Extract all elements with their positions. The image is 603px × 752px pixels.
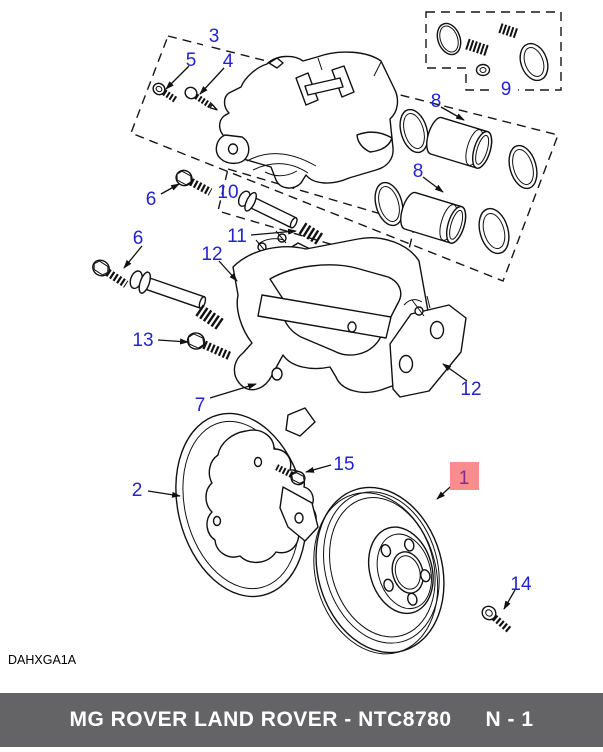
piston-seal bbox=[399, 108, 429, 154]
brake-caliper bbox=[215, 51, 399, 189]
caliper-kit-dashed-box bbox=[130, 35, 559, 282]
caliper-boss bbox=[268, 57, 284, 69]
caliper-piston bbox=[426, 116, 493, 169]
kit-cap bbox=[475, 63, 491, 77]
leader-lines bbox=[123, 65, 516, 610]
carrier-bolt bbox=[186, 332, 233, 361]
callout-14[interactable]: 14 bbox=[510, 574, 532, 595]
label-backer bbox=[203, 25, 226, 46]
piston-seal bbox=[374, 181, 404, 227]
stud-hole bbox=[380, 544, 392, 558]
bleed-screw bbox=[184, 86, 218, 111]
callout-7[interactable]: 7 bbox=[195, 395, 206, 416]
callout-15[interactable]: 15 bbox=[333, 454, 354, 475]
footer-page-ref: N - 1 bbox=[485, 708, 534, 731]
stud-hole bbox=[383, 578, 394, 592]
drawing-code: DAHXGA1A bbox=[8, 653, 77, 667]
callout-3[interactable]: 3 bbox=[209, 26, 220, 47]
brake-disc bbox=[313, 486, 445, 655]
callout-5[interactable]: 5 bbox=[186, 50, 197, 71]
seal-o-ring bbox=[436, 22, 462, 56]
guide-pin-boot bbox=[195, 304, 225, 331]
carrier-abutment-rail bbox=[257, 294, 392, 339]
exploded-diagram: 3 5 4 9 8 8 6 10 6 11 12 13 7 12 2 15 1 … bbox=[92, 11, 562, 655]
caliper-bolt bbox=[92, 259, 129, 288]
shield-flange bbox=[285, 407, 316, 437]
caliper-screw bbox=[152, 82, 178, 103]
callout-6[interactable]: 6 bbox=[133, 228, 144, 249]
callout-6[interactable]: 6 bbox=[146, 189, 157, 210]
callout-8[interactable]: 8 bbox=[413, 161, 424, 182]
carrier-hole bbox=[347, 321, 357, 333]
caliper-seal-kit bbox=[436, 22, 549, 82]
stud-hole bbox=[403, 538, 415, 552]
stud-hole bbox=[406, 592, 418, 606]
kit-spring bbox=[498, 23, 520, 39]
stud-hole bbox=[420, 569, 431, 583]
label-backer bbox=[495, 78, 518, 99]
highlight-box bbox=[450, 462, 479, 490]
pistons-and-seals bbox=[374, 108, 538, 255]
callout-13[interactable]: 13 bbox=[132, 330, 153, 351]
shield-hole bbox=[253, 456, 263, 468]
guide-pin bbox=[237, 190, 298, 229]
callout-11[interactable]: 11 bbox=[227, 226, 247, 247]
piston-seal bbox=[519, 42, 549, 82]
brake-dust-shield bbox=[175, 407, 319, 598]
callout-1-highlighted[interactable]: 1 bbox=[459, 468, 470, 489]
carrier-hole bbox=[271, 367, 283, 381]
disc-retaining-screw bbox=[481, 605, 512, 633]
caliper-bridge-crossbar bbox=[304, 77, 344, 96]
piston-seal bbox=[508, 144, 538, 190]
footer-title: MG ROVER LAND ROVER - NTC8780 bbox=[69, 708, 452, 731]
callout-2[interactable]: 2 bbox=[132, 480, 143, 501]
caliper-piston bbox=[400, 191, 467, 244]
callout-8[interactable]: 8 bbox=[431, 91, 442, 112]
caliper-bolt bbox=[175, 169, 213, 196]
callout-4[interactable]: 4 bbox=[223, 51, 234, 72]
shield-hole bbox=[212, 515, 222, 527]
kit-spring bbox=[465, 38, 490, 57]
callout-9[interactable]: 9 bbox=[501, 79, 512, 100]
piston-seal bbox=[478, 207, 510, 255]
caliper-mount-hole bbox=[227, 143, 239, 155]
footer-bar: MG ROVER LAND ROVER - NTC8780 N - 1 bbox=[0, 693, 603, 747]
brake-pad-outer bbox=[389, 295, 467, 398]
guide-pin bbox=[129, 270, 207, 309]
callout-12[interactable]: 12 bbox=[460, 379, 481, 400]
seal-kit-dashed-box bbox=[425, 11, 562, 91]
caliper-carrier bbox=[232, 237, 433, 394]
shield-bolt bbox=[275, 464, 306, 486]
guide-pin-boot bbox=[298, 222, 325, 246]
diagram-canvas: 3 5 4 9 8 8 6 10 6 11 12 13 7 12 2 15 1 … bbox=[8, 11, 562, 667]
shield-cutout bbox=[205, 429, 317, 563]
callout-12[interactable]: 12 bbox=[201, 244, 222, 265]
callout-10[interactable]: 10 bbox=[217, 182, 238, 203]
